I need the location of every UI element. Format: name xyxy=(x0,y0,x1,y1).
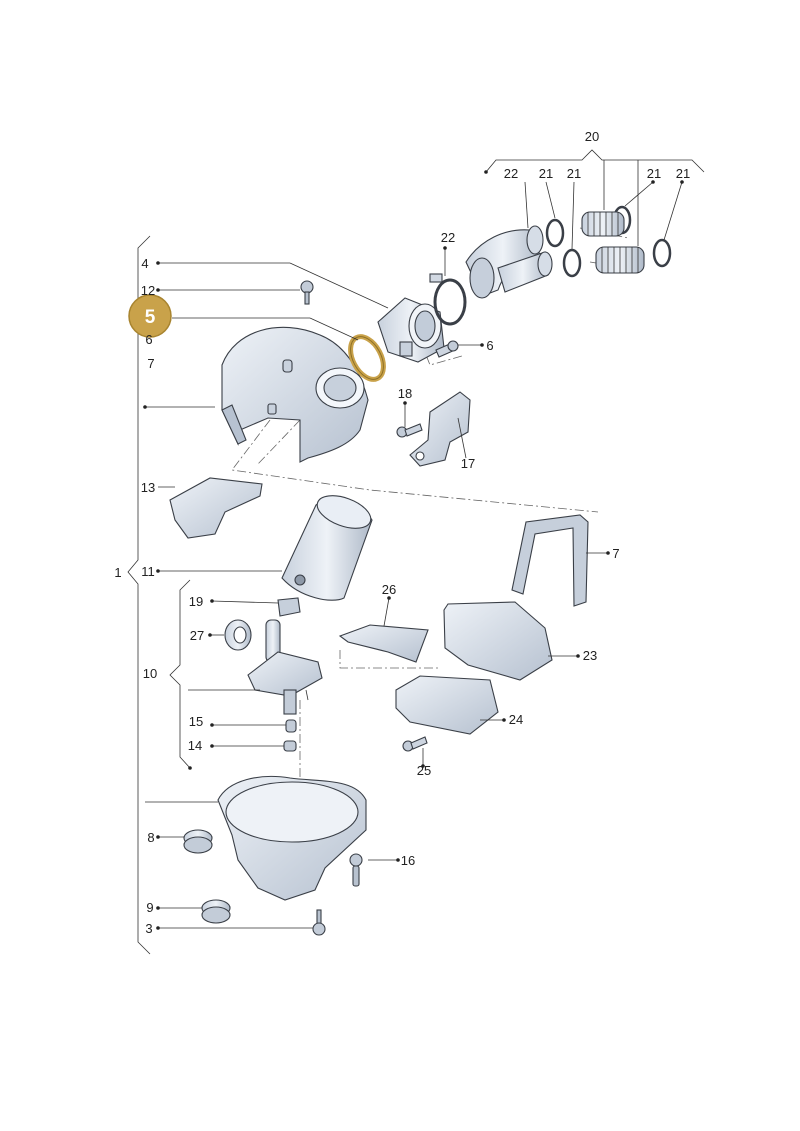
grommet-8 xyxy=(183,829,213,854)
highlight-badge-label: 5 xyxy=(145,307,156,328)
screw-6 xyxy=(435,340,459,358)
label-11: 11 xyxy=(141,564,155,579)
upper-filter-housing xyxy=(221,326,369,463)
label-24: 24 xyxy=(509,712,523,727)
label-7-right: 7 xyxy=(612,546,619,561)
label-16: 16 xyxy=(401,853,415,868)
bracket-17 xyxy=(409,391,471,467)
leader-lines xyxy=(145,160,683,929)
label-6-right: 6 xyxy=(486,338,493,353)
label-20: 20 xyxy=(585,129,599,144)
label-21-a: 21 xyxy=(539,166,553,181)
filter-element-11 xyxy=(281,495,373,601)
label-18: 18 xyxy=(398,386,412,401)
label-8: 8 xyxy=(147,830,154,845)
label-25: 25 xyxy=(417,763,431,778)
label-9: 9 xyxy=(146,900,153,915)
label-19: 19 xyxy=(189,594,203,609)
label-21-c: 21 xyxy=(647,166,661,181)
label-14: 14 xyxy=(188,738,202,753)
label-27: 27 xyxy=(190,628,204,643)
label-6-left: 6 xyxy=(145,332,152,347)
screw-25 xyxy=(402,736,428,752)
clip-16 xyxy=(349,853,363,887)
intake-hose xyxy=(465,225,553,299)
label-23: 23 xyxy=(583,648,597,663)
label-22-lower: 22 xyxy=(441,230,455,245)
cap-19 xyxy=(277,597,301,617)
label-1: 1 xyxy=(114,565,121,580)
screw-3 xyxy=(312,909,326,936)
part-15 xyxy=(285,719,297,733)
screw-18 xyxy=(396,423,423,438)
bracket-20 xyxy=(485,149,705,173)
label-12: 12 xyxy=(141,283,155,298)
label-7-left: 7 xyxy=(147,356,154,371)
duct-13 xyxy=(169,477,263,539)
seal-ring-5 xyxy=(348,334,386,382)
duct-23 xyxy=(443,601,553,681)
label-10: 10 xyxy=(143,666,157,681)
part-labels: 4 12 6 7 13 1 11 19 27 10 15 14 8 9 3 16… xyxy=(114,129,690,936)
bracket-10 xyxy=(169,579,191,769)
leader-dots xyxy=(143,170,684,930)
screw-12 xyxy=(300,280,314,305)
cover-26 xyxy=(338,624,429,663)
lower-filter-housing xyxy=(217,775,367,901)
valve-assembly-10 xyxy=(247,619,323,715)
label-15: 15 xyxy=(189,714,203,729)
bracket-1 xyxy=(127,235,151,955)
nut-14 xyxy=(283,740,297,752)
label-22-upper: 22 xyxy=(504,166,518,181)
label-4: 4 xyxy=(141,256,148,271)
label-3: 3 xyxy=(145,921,152,936)
hose-clamp-22 xyxy=(429,273,467,326)
label-21-b: 21 xyxy=(567,166,581,181)
label-17: 17 xyxy=(461,456,475,471)
label-13: 13 xyxy=(141,480,155,495)
bushing-27 xyxy=(224,619,252,651)
frame-7 xyxy=(511,514,589,607)
tray-24 xyxy=(395,675,499,735)
label-26: 26 xyxy=(382,582,396,597)
bellows-20 xyxy=(581,211,645,274)
label-21-d: 21 xyxy=(676,166,690,181)
grommet-9 xyxy=(201,899,231,924)
highlight-badge-5[interactable]: 5 xyxy=(128,294,172,338)
